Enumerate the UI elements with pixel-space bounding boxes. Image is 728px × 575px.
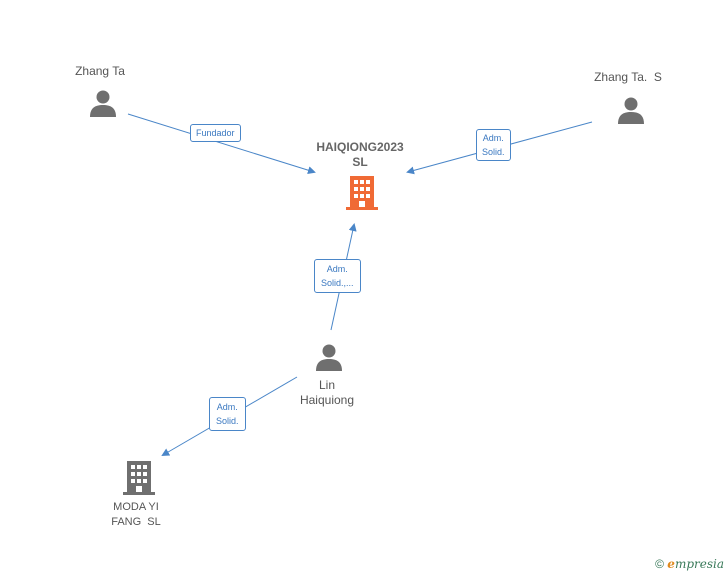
node-label-line: Zhang Ta	[75, 64, 125, 78]
node-label-line: MODA YI	[113, 501, 159, 513]
person-icon[interactable]	[90, 90, 116, 118]
node-label-main-company[interactable]: HAIQIONG2023 SL	[300, 140, 420, 170]
edge-zhang-to-main	[127, 113, 316, 175]
edge-label-line: Fundador	[196, 128, 235, 138]
node-label-zhang-ta[interactable]: Zhang Ta	[60, 64, 140, 79]
brand-footer: © empresia	[655, 557, 724, 571]
brand-logo-text: mpresia	[674, 557, 724, 571]
node-label-line: FANG SL	[111, 516, 161, 528]
building-icon[interactable]	[346, 176, 378, 210]
edge-label-line: Solid.	[216, 416, 239, 426]
edge-label-line: Solid.	[482, 147, 505, 157]
edge-label-adm-solid-lin-moda[interactable]: Adm. Solid.	[209, 397, 246, 431]
node-label-line: Haiquiong	[299, 393, 355, 407]
edge-label-adm-solid-lin-main[interactable]: Adm. Solid.,...	[314, 259, 361, 293]
edge-label-adm-solid-zhang-s[interactable]: Adm. Solid.	[476, 129, 511, 161]
node-label-zhang-ta-s[interactable]: Zhang Ta. S	[578, 70, 678, 85]
edge-label-line: Adm.	[216, 402, 238, 412]
node-label-lin-haiquiong[interactable]: Lin Haiquiong	[287, 378, 367, 408]
node-label-line: Zhang Ta. S	[594, 70, 662, 84]
edge-label-line: Adm.	[326, 264, 348, 274]
edge-label-line: Solid.,...	[321, 278, 354, 288]
node-label-line: Lin	[318, 378, 335, 392]
node-label-moda-yi-fang[interactable]: MODA YI FANG SL	[96, 500, 176, 530]
edge-label-fundador[interactable]: Fundador	[190, 124, 241, 142]
person-icon[interactable]	[316, 344, 342, 372]
person-icon[interactable]	[618, 97, 644, 125]
copyright-symbol: ©	[655, 557, 664, 571]
brand-logo-e: e	[667, 557, 675, 571]
edge-label-line: Adm.	[482, 133, 504, 143]
node-label-line: HAIQIONG2023	[316, 140, 404, 154]
node-label-line: SL	[352, 155, 368, 169]
building-icon[interactable]	[123, 461, 155, 495]
